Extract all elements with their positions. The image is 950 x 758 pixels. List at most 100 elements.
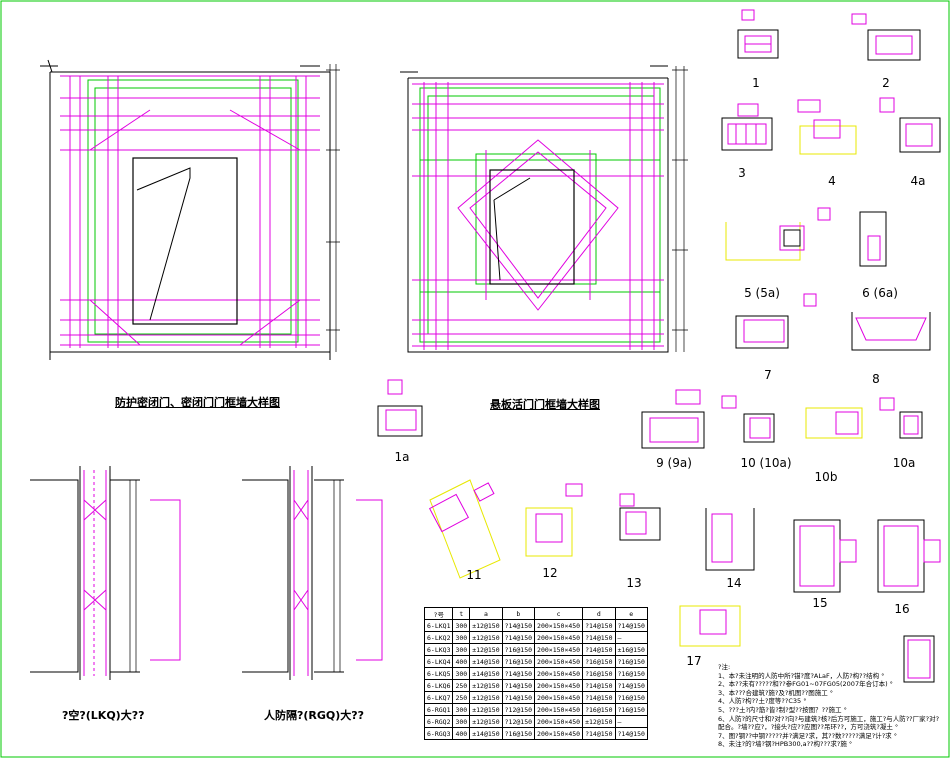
table-cell: ?16@150 (614, 691, 648, 704)
table-header-cell: t (452, 607, 471, 620)
note-line: 配合。?墙??应?，?接头?应??应图??吊环??，方可浇筑?凝土 ° (718, 723, 899, 732)
section-number-14: 14 (726, 576, 742, 590)
table-cell: ?16@150 (582, 667, 616, 680)
section-number-7: 7 (764, 368, 772, 382)
table-cell: ±14@150 (469, 655, 503, 668)
note-line: 6、人防?的尺寸和?对??向?与建筑?核?后方可施工，施工?与人防??厂家?对? (718, 714, 940, 723)
section-10b-drawing (805, 407, 863, 439)
section-13-drawing (619, 493, 661, 541)
table-cell: ±12@150 (582, 715, 616, 728)
section-bottom-right-drawing (903, 635, 935, 683)
table-header-cell: d (582, 607, 616, 620)
table-cell: 300 (452, 619, 471, 632)
table-cell: 6-LKQ4 (423, 655, 454, 668)
section-8-drawing (851, 312, 931, 351)
table-cell: ±16@150 (614, 643, 648, 656)
table-cell: ?14@150 (582, 631, 616, 644)
lkq-title: ?空?(LKQ)大?? (62, 709, 145, 722)
section-4-drawing (797, 99, 857, 155)
section-number-8: 8 (872, 372, 880, 386)
section-number-16: 16 (894, 602, 910, 616)
section-17-drawing (679, 605, 741, 647)
table-cell: ?14@150 (582, 727, 616, 740)
section-number-15: 15 (812, 596, 828, 610)
table-cell: 200×150×450 (534, 727, 584, 740)
table-cell: 6-RGQ1 (423, 703, 454, 716)
table-header-cell: e (614, 607, 648, 620)
section-10a-drawing (879, 397, 923, 439)
section-5-drawing (725, 207, 831, 261)
lkq-wall-drawing (30, 466, 181, 680)
table-cell: 200×150×450 (534, 691, 584, 704)
section-12-drawing (525, 483, 583, 557)
section-number-11: 11 (466, 568, 482, 582)
table-header-cell: a (469, 607, 503, 620)
note-line: 3、本???合建筑?施?及?机图??图施工 ° (718, 688, 834, 697)
table-cell: 6-LKQ7 (423, 691, 454, 704)
section-1-drawing (737, 9, 779, 59)
table-cell: 6-LKQ2 (423, 631, 454, 644)
section-number-6: 6 (6a) (862, 286, 898, 300)
table-cell: ?14@150 (582, 679, 616, 692)
table-cell: ?14@150 (582, 619, 616, 632)
table-cell: ?14@150 (501, 667, 536, 680)
table-cell: ?14@150 (501, 679, 536, 692)
table-cell: ±12@150 (469, 631, 503, 644)
table-cell: 400 (452, 727, 471, 740)
left-detail-title: 防护密闭门、密闭门门框墙大样图 (115, 396, 280, 409)
section-10-drawing (721, 395, 775, 443)
section-4a-drawing (879, 97, 941, 153)
section-9-drawing (641, 389, 705, 449)
rgq-title: 人防隔?(RGQ)大?? (264, 709, 365, 722)
table-cell: 300 (452, 643, 471, 656)
table-cell: ±12@150 (469, 619, 503, 632)
notes-title: ?注: (718, 663, 731, 671)
section-number-13: 13 (626, 576, 642, 590)
rgq-wall-drawing (242, 466, 383, 680)
section-7-drawing (735, 293, 817, 349)
table-cell: ?16@150 (501, 655, 536, 668)
section-number-4: 4 (828, 174, 836, 188)
table-cell: 200×150×450 (534, 619, 584, 632)
note-line: 2、本??未有?????和??参FG01~07FG05(2007年合订本) ° (718, 680, 893, 689)
table-cell: 200×150×450 (534, 679, 584, 692)
table-cell: ?14@150 (582, 643, 616, 656)
table-cell: ?14@150 (614, 679, 648, 692)
table-cell: 400 (452, 655, 471, 668)
section-number-10b: 10b (814, 470, 838, 484)
table-cell: ?16@150 (614, 667, 648, 680)
table-cell: ?14@150 (501, 691, 536, 704)
section-number-10: 10 (10a) (740, 456, 792, 470)
table-cell: ?14@150 (614, 619, 648, 632)
section-number-17: 17 (686, 654, 702, 668)
construction-notes: ?注: 1、本?未注明的人防中所?锚?度?ALaF，人防?构??结构 °2、本?… (718, 663, 939, 749)
table-cell: 6-LKQ5 (423, 667, 454, 680)
table-header-cell: c (534, 607, 584, 620)
section-1a-drawing (377, 379, 423, 437)
table-cell: — (614, 715, 648, 728)
table-cell: 6-LKQ1 (423, 619, 454, 632)
left-door-frame-drawing (40, 59, 340, 360)
table-cell: 6-LKQ6 (423, 679, 454, 692)
table-cell: 300 (452, 667, 471, 680)
table-cell: ±12@150 (469, 643, 503, 656)
section-11-drawing (428, 479, 501, 579)
table-cell: ?12@150 (501, 715, 536, 728)
table-cell: 200×150×450 (534, 643, 584, 656)
table-cell: ?14@150 (582, 691, 616, 704)
section-number-1: 1 (752, 76, 760, 90)
table-cell: 200×150×450 (534, 655, 584, 668)
table-cell: 250 (452, 691, 471, 704)
table-cell: ±12@150 (469, 691, 503, 704)
table-cell: 6-RGQ2 (423, 715, 454, 728)
table-header-cell: ?号 (423, 607, 454, 620)
table-cell: 250 (452, 679, 471, 692)
section-number-3: 3 (738, 166, 746, 180)
